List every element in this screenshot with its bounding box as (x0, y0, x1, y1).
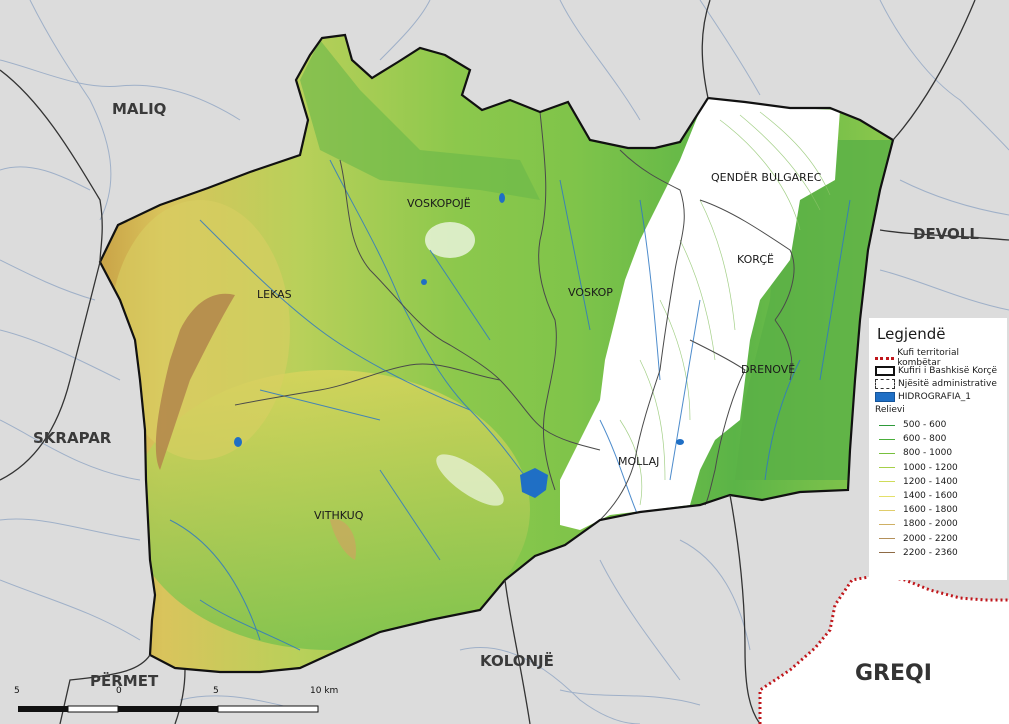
legend-relief-row: 1600 - 1800 (875, 503, 1001, 517)
unit-label-korce: KORÇË (737, 253, 774, 266)
scale-bar: 5 0 5 10 km (0, 686, 360, 724)
legend-relief-row: 2000 - 2200 (875, 532, 1001, 546)
relief-line-icon (879, 495, 895, 497)
legend-item-national-border: Kufi territorial kombëtar (875, 348, 1001, 368)
legend-relief-label: 1400 - 1600 (903, 491, 958, 502)
relief-line-icon (879, 424, 895, 426)
scale-label: 5 (14, 686, 20, 696)
scale-label: 0 (116, 686, 122, 696)
hydrography-icon (875, 391, 895, 402)
region-label-skrapar: SKRAPAR (33, 429, 112, 447)
legend-relief-title: Relievi (875, 405, 905, 415)
unit-label-voskop: VOSKOP (568, 286, 613, 299)
legend-item-hydrography: HIDROGRAFIA_1 (875, 390, 1001, 403)
municipality-border-icon (875, 365, 895, 376)
greece-area (760, 575, 1009, 724)
legend-relief-row: 1000 - 1200 (875, 461, 1001, 475)
legend-relief-label: 2200 - 2360 (903, 547, 958, 558)
legend-item-label: Kufiri i Bashkisë Korçë (898, 365, 998, 376)
legend-relief-row: 600 - 800 (875, 432, 1001, 446)
legend-title: Legjendë (877, 325, 946, 343)
legend-relief-label: 1600 - 1800 (903, 505, 958, 516)
legend-relief-label: 2000 - 2200 (903, 533, 958, 544)
legend-item-admin-units: Njësitë administrative (875, 377, 1001, 390)
region-label-greqi: GREQI (855, 661, 932, 686)
legend-relief-label: 1200 - 1400 (903, 476, 958, 487)
legend-relief-row: 1400 - 1600 (875, 489, 1001, 503)
relief-line-icon (879, 438, 895, 440)
relief-line-icon (879, 452, 895, 454)
legend-relief-label: 500 - 600 (903, 420, 947, 431)
legend-relief-label: 800 - 1000 (903, 448, 953, 459)
legend-relief-label: 600 - 800 (903, 434, 947, 445)
legend-item-label: Kufi territorial kombëtar (897, 347, 959, 368)
legend-item-municipality-border: Kufiri i Bashkisë Korçë (875, 364, 1001, 377)
relief-line-icon (879, 509, 895, 511)
relief-line-icon (879, 552, 895, 554)
relief-line-icon (879, 538, 895, 540)
region-label-devoll: DEVOLL (913, 225, 979, 243)
unit-label-mollaj: MOLLAJ (618, 455, 659, 468)
relief-line-icon (879, 481, 895, 483)
legend-relief-row: 1800 - 2000 (875, 517, 1001, 531)
scale-label: 5 (213, 686, 219, 696)
unit-label-voskopoje: VOSKOPOJË (407, 197, 471, 210)
admin-unit-border-icon (875, 378, 895, 389)
scale-label: 10 km (310, 686, 339, 696)
scale-bar-graphic (18, 705, 319, 713)
unit-label-qender-bulgarec: QENDËR BULGAREC (711, 171, 822, 184)
legend-relief-row: 1200 - 1400 (875, 475, 1001, 489)
legend-relief-label: 1800 - 2000 (903, 519, 958, 530)
legend-relief-row: 800 - 1000 (875, 446, 1001, 460)
national-border (758, 573, 1009, 724)
legend-relief-list: 500 - 600 600 - 800 800 - 1000 1000 - 1200 1… (875, 418, 1001, 560)
unit-label-vithkuq: VITHKUQ (314, 509, 364, 522)
region-label-kolonje: KOLONJË (480, 651, 554, 670)
relief-line-icon (879, 523, 895, 525)
lake-icon (520, 468, 548, 498)
legend-relief-label: 1000 - 1200 (903, 462, 958, 473)
region-label-permet: PËRMET (90, 671, 159, 690)
legend-relief-row: 500 - 600 (875, 418, 1001, 432)
legend-item-label: HIDROGRAFIA_1 (898, 391, 971, 402)
relief-line-icon (879, 467, 895, 469)
national-border-icon (875, 357, 895, 360)
admin-unit-borders (234, 111, 795, 521)
unit-label-lekas: LEKAS (257, 288, 292, 301)
legend-relief-row: 2200 - 2360 (875, 546, 1001, 560)
legend-item-label: Njësitë administrative (898, 378, 997, 389)
map-legend: Legjendë Kufi territorial kombëtar Kufir… (869, 318, 1007, 580)
unit-label-drenove: DRENOVË (741, 363, 795, 376)
region-label-maliq: MALIQ (112, 100, 166, 118)
